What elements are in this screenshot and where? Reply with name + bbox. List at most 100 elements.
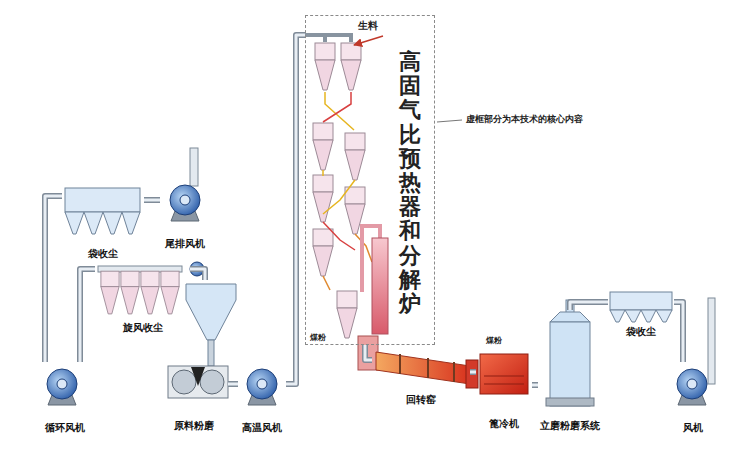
- pipe-connector: [80, 269, 95, 362]
- pipe-connector: [570, 302, 608, 310]
- preheater-cyclone: [313, 123, 333, 170]
- mill-chute: [208, 340, 214, 366]
- raw-mill-unit: 原料粉磨: [160, 280, 228, 432]
- vertical-mill: [550, 322, 590, 406]
- pipe-connector: [144, 200, 160, 201]
- bag-filter-body: [610, 292, 672, 310]
- cooler-unit: 篦冷机: [476, 350, 532, 430]
- mill-base: [546, 398, 594, 406]
- pipe-bore: [674, 302, 683, 362]
- pipe-bore: [144, 199, 160, 202]
- preheater-cyclone: [313, 175, 333, 222]
- pipe-wall: [80, 269, 95, 362]
- preheater-cyclone: [313, 229, 333, 276]
- equipment-label: 回转窑: [406, 394, 436, 406]
- pipe-bore: [228, 383, 238, 386]
- pipe-bore: [286, 35, 305, 384]
- exhaust-fan: [170, 185, 200, 221]
- preheater-cyclone: [345, 133, 365, 180]
- bag-filter-hopper: [84, 212, 103, 234]
- note-text: 虚框部分为本技术的核心内容: [466, 114, 583, 124]
- pipe-bore: [570, 302, 608, 310]
- pipe-bore: [45, 196, 62, 362]
- material-chute: [323, 180, 355, 214]
- cyclone-collector-group: 旋风收尘: [95, 262, 190, 334]
- pipe-connector: [674, 302, 683, 362]
- bag-filter-hopper: [641, 310, 656, 322]
- rotary-kiln: [376, 352, 470, 384]
- fuel-label: 煤粉: [486, 336, 502, 345]
- preheater-cyclone: [337, 291, 357, 338]
- exhaust-fan: [677, 369, 707, 405]
- equipment-label: 袋收尘: [626, 326, 656, 338]
- exhaust-stack: [708, 298, 715, 384]
- equipment-label: 高温风机: [242, 422, 282, 434]
- bag-filter-hopper: [122, 212, 140, 234]
- mill-system-unit: 立磨粉磨系统: [538, 310, 602, 432]
- pipe-connector: [532, 385, 538, 386]
- kiln-tyre: [400, 354, 454, 382]
- mill-feed: [191, 367, 205, 386]
- equipment-label: 循环风机: [45, 422, 85, 434]
- pipe-connector: [286, 35, 305, 384]
- cyclone-collector: [161, 271, 179, 314]
- material-chute: [322, 170, 324, 176]
- calciner: [372, 238, 388, 334]
- bag-filter: 袋收尘: [608, 290, 674, 338]
- pipe-connector: [190, 269, 205, 280]
- fuel-label: 煤粉: [310, 333, 326, 342]
- bag-filter-body: [65, 188, 140, 212]
- material-chute: [323, 276, 330, 290]
- pipe-wall: [286, 35, 305, 384]
- bag-filter: 袋收尘: [62, 185, 144, 260]
- pipe-connector: [365, 345, 372, 360]
- pipe-wall: [470, 369, 476, 375]
- mill-roller: [172, 370, 196, 394]
- fan-unit: 循环风机: [30, 362, 100, 434]
- material-chute: [323, 222, 355, 250]
- mill-top: [550, 312, 590, 322]
- fan-unit: 高温风机: [238, 362, 286, 434]
- pipe-connector: [228, 384, 238, 385]
- core-dashed-region: 高固气比预热器和分解炉: [305, 15, 435, 345]
- circulating-fan: [47, 369, 77, 405]
- equipment-label: 旋风收尘: [123, 322, 163, 334]
- equipment-label: 立磨粉磨系统: [540, 420, 600, 432]
- bag-filter-hopper: [103, 212, 122, 234]
- cyclone-collector: [121, 271, 139, 314]
- material-chute: [323, 92, 351, 122]
- grate-cooler: [480, 354, 528, 394]
- pipe-bore: [470, 371, 476, 374]
- pipe-wall: [190, 269, 205, 280]
- equipment-label: 原料粉磨: [174, 420, 214, 432]
- high-temperature-fan: [247, 369, 277, 405]
- bag-filter-hopper: [65, 212, 84, 234]
- bag-filter-hopper: [656, 310, 672, 322]
- preheater-duct: [305, 35, 351, 42]
- pipe-connector: [470, 372, 476, 373]
- bag-filter-hopper: [625, 310, 641, 322]
- pipe-wall: [365, 345, 372, 360]
- fan-unit: 风机: [666, 362, 720, 434]
- cyclone-collector: [141, 271, 159, 314]
- equipment-label: 风机: [683, 422, 703, 434]
- equipment-label: 尾排风机: [165, 238, 205, 250]
- pipe-connector: [45, 196, 62, 362]
- rotary-kiln-unit: 回转窑: [372, 348, 470, 406]
- bag-filter-hopper: [610, 310, 625, 322]
- feed-label: 生料: [358, 20, 378, 32]
- pipe-bore: [365, 345, 372, 360]
- raw-meal-feed: [354, 36, 383, 45]
- preheater-cyclone: [315, 43, 335, 90]
- pipe-wall: [570, 302, 608, 310]
- pipe-bore: [190, 269, 205, 280]
- preheater-cyclone: [341, 43, 361, 90]
- pipe-wall: [674, 302, 683, 362]
- pipe-wall: [228, 381, 238, 387]
- mill-roller: [200, 370, 224, 394]
- pipe-wall: [532, 382, 538, 388]
